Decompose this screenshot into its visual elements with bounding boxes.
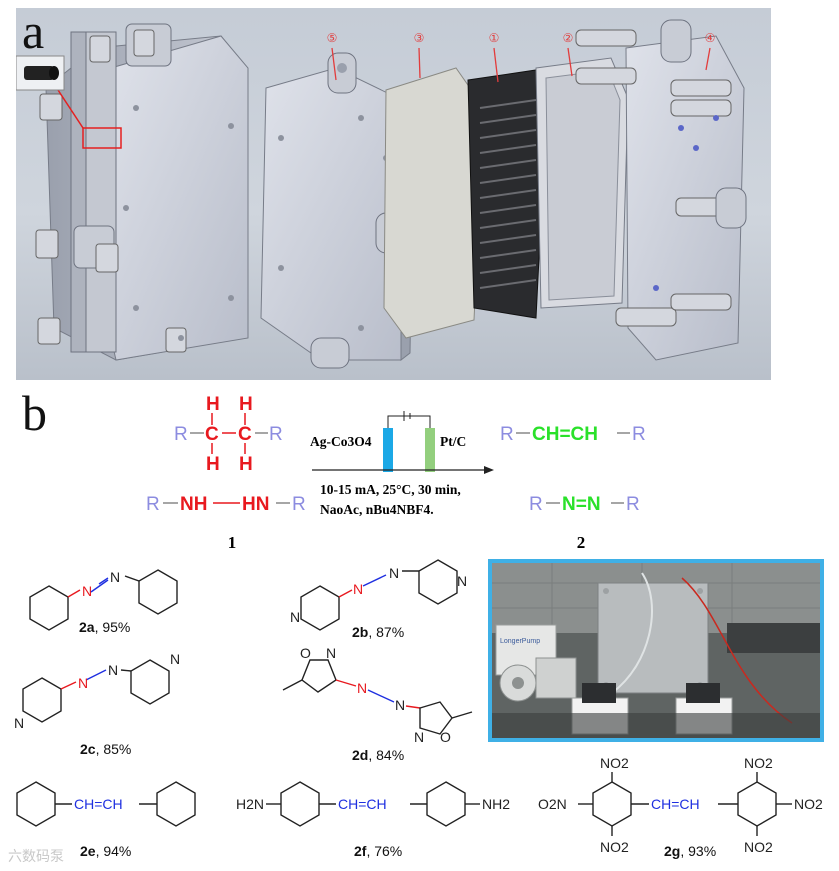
reactant-number: 1 bbox=[228, 533, 237, 552]
hydrogen: H bbox=[206, 454, 220, 475]
carbon-1: C bbox=[205, 424, 219, 445]
nitro-group: NO2 bbox=[600, 755, 629, 771]
panel-label-a: a bbox=[22, 3, 45, 59]
atom-n: N bbox=[457, 573, 467, 589]
nitro-group: O2N bbox=[538, 796, 567, 812]
carbon-2: C bbox=[238, 424, 252, 445]
r-group: R bbox=[292, 494, 306, 515]
azo-core: N=N bbox=[562, 494, 601, 515]
cell-assembly-drawing: ⑤ ③ ① ② ④ bbox=[16, 19, 747, 369]
structure-2b bbox=[300, 559, 458, 631]
nitro-group: NO2 bbox=[744, 755, 773, 771]
callout-1: ① bbox=[489, 31, 500, 45]
r-group: R bbox=[632, 424, 646, 445]
cathode bbox=[425, 428, 435, 472]
callout-lines bbox=[331, 47, 711, 83]
atom-n: N bbox=[395, 697, 405, 713]
callout-5: ⑤ bbox=[327, 31, 338, 45]
assembled-cell bbox=[35, 23, 249, 361]
panel-label-b: b bbox=[22, 385, 47, 441]
atom-n: N bbox=[357, 680, 367, 696]
fitting-inset bbox=[16, 55, 65, 91]
amino-group: NH2 bbox=[482, 796, 510, 812]
conditions-line-2: NaoAc, nBu4NBF4. bbox=[320, 502, 434, 517]
hydrogen: H bbox=[206, 394, 220, 415]
product-alkene: R CH=CH R bbox=[500, 424, 646, 445]
amino-group: H2N bbox=[236, 796, 264, 812]
atom-n: N bbox=[353, 581, 363, 597]
r-group: R bbox=[269, 424, 283, 445]
setup-photo-drawing: LongerPump bbox=[492, 563, 820, 738]
r-group: R bbox=[500, 424, 514, 445]
reactant-hydrazine: R NH HN R bbox=[146, 494, 306, 515]
atom-n: N bbox=[170, 651, 180, 667]
callout-2: ② bbox=[563, 31, 574, 45]
product-number: 2 bbox=[577, 533, 586, 552]
nitro-group: NO2 bbox=[744, 839, 773, 855]
structure-2e bbox=[16, 781, 196, 827]
flow-cell bbox=[597, 582, 709, 694]
alkene-core: CH=CH bbox=[74, 796, 123, 812]
atom-n: N bbox=[78, 675, 88, 691]
caption-2f: 2f, 76% bbox=[354, 843, 403, 859]
callout-4: ④ bbox=[705, 31, 716, 45]
hydrogen: H bbox=[239, 394, 253, 415]
anode bbox=[383, 428, 393, 472]
caption-2e: 2e, 94% bbox=[80, 843, 132, 859]
conditions-line-1: 10-15 mA, 25°C, 30 min, bbox=[320, 482, 461, 497]
structure-2g bbox=[578, 772, 792, 836]
atom-n: N bbox=[110, 569, 120, 585]
nitro-group: NO2 bbox=[600, 839, 629, 855]
atom-n: N bbox=[14, 715, 24, 731]
r-group: R bbox=[174, 424, 188, 445]
caption-2g: 2g, 93% bbox=[664, 843, 717, 859]
caption-2d: 2d, 84% bbox=[352, 747, 405, 763]
gasket-2 bbox=[535, 57, 629, 309]
azo-bond bbox=[90, 579, 109, 593]
structure-2f bbox=[266, 781, 480, 827]
exploded-cell-render: ⑤ ③ ① ② ④ bbox=[16, 8, 771, 380]
atom-n: N bbox=[414, 729, 424, 745]
pump-brand-label: LongerPump bbox=[500, 638, 540, 645]
atom-n: N bbox=[82, 583, 92, 599]
r-group: R bbox=[626, 494, 640, 515]
setup-photo: LongerPump bbox=[488, 559, 824, 742]
callout-3: ③ bbox=[414, 31, 425, 45]
r-group: R bbox=[529, 494, 543, 515]
alkene-core: CH=CH bbox=[338, 796, 387, 812]
membrane-3 bbox=[383, 67, 485, 339]
electrolysis-setup bbox=[312, 411, 494, 474]
nitro-group: NO2 bbox=[794, 796, 823, 812]
caption-2a: 2a, 95% bbox=[79, 619, 131, 635]
end-plate-4 bbox=[575, 19, 747, 361]
structure-2a bbox=[29, 569, 178, 631]
reactant-ethane: R C C R H H H H bbox=[174, 394, 283, 475]
atom-n: N bbox=[290, 609, 300, 625]
cathode-label: Pt/C bbox=[440, 434, 466, 449]
structure-2c bbox=[22, 659, 170, 723]
alkene-core: CH=CH bbox=[532, 424, 598, 445]
caption-2c: 2c, 85% bbox=[80, 741, 132, 757]
atom-n: N bbox=[108, 662, 118, 678]
flow-field-1 bbox=[467, 69, 547, 319]
structure-2d bbox=[282, 659, 473, 735]
atom-n: N bbox=[326, 645, 336, 661]
atom-o: O bbox=[440, 729, 451, 745]
product-azo: R N=N R bbox=[529, 494, 640, 515]
anode-label: Ag-Co3O4 bbox=[310, 434, 372, 449]
atom-n: N bbox=[389, 565, 399, 581]
nh-group: NH bbox=[180, 494, 207, 515]
alkene-core: CH=CH bbox=[651, 796, 700, 812]
hn-group: HN bbox=[242, 494, 269, 515]
hydrogen: H bbox=[239, 454, 253, 475]
watermark: 六数码泵 bbox=[8, 848, 64, 864]
caption-2b: 2b, 87% bbox=[352, 624, 405, 640]
atom-o: O bbox=[300, 645, 311, 661]
r-group: R bbox=[146, 494, 160, 515]
